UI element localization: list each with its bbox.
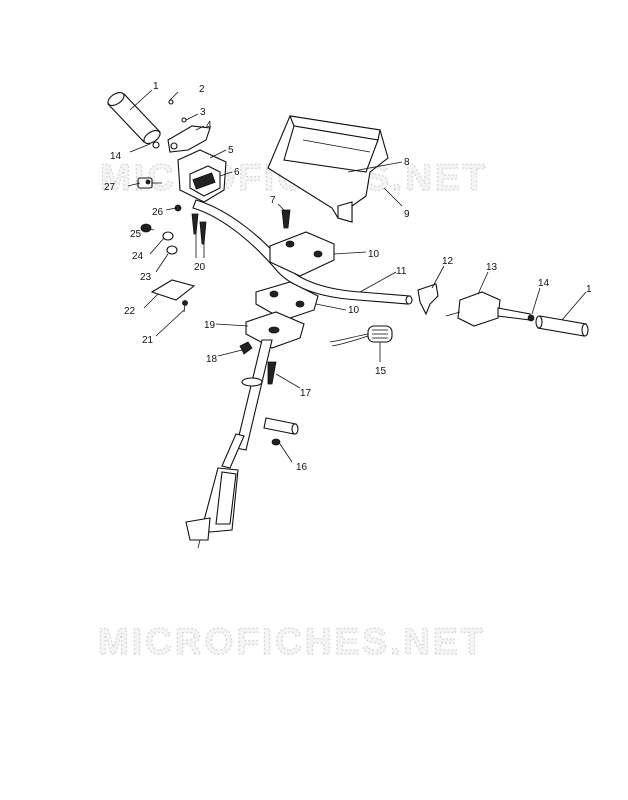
callout-5: 5	[228, 145, 234, 156]
lower-clamp	[255, 281, 319, 321]
end-plug-right	[527, 314, 535, 322]
washer-23	[166, 245, 178, 255]
nut-25	[140, 223, 152, 233]
instrument-pod	[267, 115, 389, 223]
left-grip	[107, 91, 161, 145]
upper-clamp	[269, 231, 335, 277]
callout-20: 20	[194, 262, 206, 273]
callout-2: 2	[199, 84, 205, 95]
callout-23: 23	[140, 272, 152, 283]
steering-plate	[245, 311, 305, 349]
screw-2	[168, 99, 174, 105]
callout-8: 8	[404, 157, 410, 168]
callout-1-right: 1	[586, 284, 592, 295]
throttle-lever	[167, 125, 211, 153]
callout-13: 13	[486, 262, 498, 273]
heater-element	[329, 325, 393, 347]
leader-lines	[127, 89, 587, 463]
callout-9: 9	[404, 209, 410, 220]
right-grip	[535, 315, 589, 337]
screw-21	[182, 300, 188, 313]
callout-25: 25	[130, 229, 142, 240]
callout-3: 3	[200, 107, 206, 118]
callout-4: 4	[206, 120, 212, 131]
control-block	[445, 291, 531, 327]
sleeve-16	[263, 417, 299, 446]
bolt-17	[267, 361, 277, 385]
bolt-7	[281, 209, 291, 229]
brake-bracket	[417, 283, 439, 316]
throttle-block	[177, 149, 227, 203]
callout-14-left: 14	[110, 151, 122, 162]
washer-24	[162, 231, 174, 241]
screws-20	[191, 213, 207, 245]
callout-labels: 1 2 3 4 5 6 7 8 9 10 10 11 12 13 14 14 1…	[104, 81, 592, 473]
callout-12: 12	[442, 256, 454, 267]
callout-27: 27	[104, 182, 116, 193]
callout-26: 26	[152, 207, 164, 218]
callout-7: 7	[270, 195, 276, 206]
callout-22: 22	[124, 306, 136, 317]
watermark-bottom: MICROFICHES.NET	[98, 621, 486, 662]
callout-6: 6	[234, 167, 240, 178]
plate-22	[150, 279, 196, 301]
callout-15: 15	[375, 366, 387, 377]
callout-1-left: 1	[153, 81, 159, 92]
callout-21: 21	[142, 335, 154, 346]
screw-3	[181, 117, 187, 123]
callout-24: 24	[132, 251, 144, 262]
callout-14-right: 14	[538, 278, 550, 289]
callout-11: 11	[396, 266, 407, 277]
switch-27	[137, 177, 162, 189]
callout-19: 19	[204, 320, 216, 331]
left-end-plug	[152, 141, 160, 149]
steering-column	[185, 339, 273, 549]
handlebar	[192, 199, 413, 305]
callout-10-upper: 10	[368, 249, 380, 260]
callout-18: 18	[206, 354, 218, 365]
callout-10-lower: 10	[348, 305, 360, 316]
nut-18	[239, 341, 253, 355]
callout-17: 17	[300, 388, 312, 399]
callout-16: 16	[296, 462, 308, 473]
